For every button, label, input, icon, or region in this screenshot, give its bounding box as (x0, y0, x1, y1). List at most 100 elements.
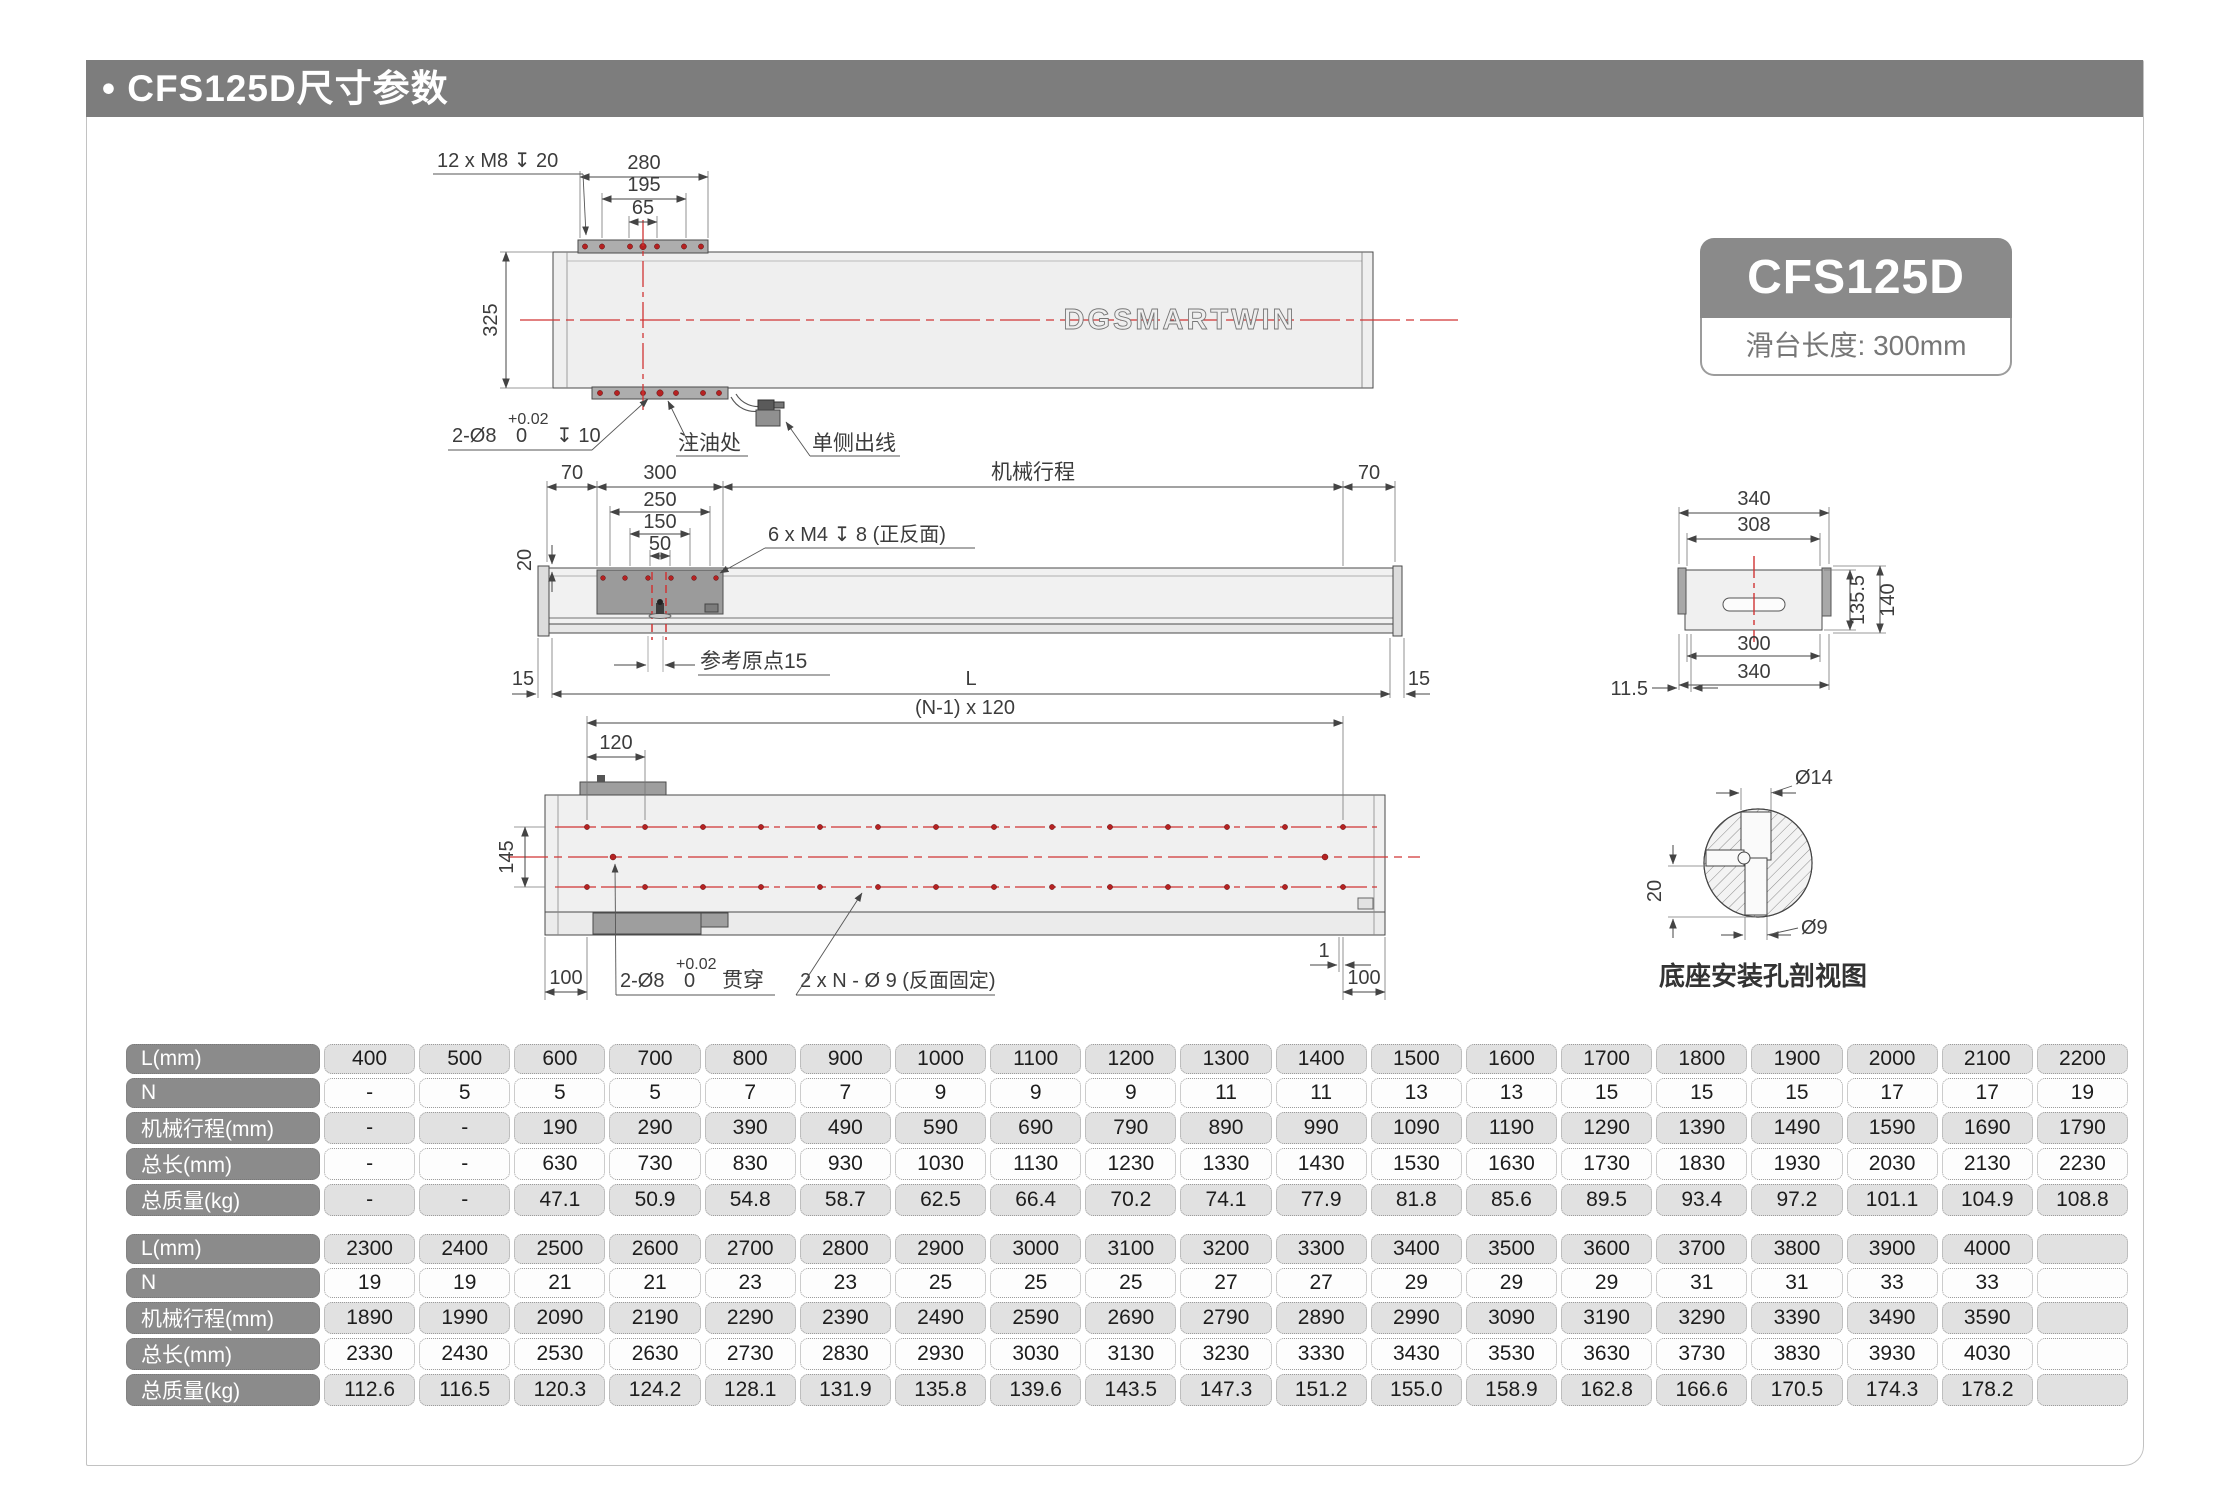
spec-cell: 2290 (704, 1302, 796, 1334)
spec-cell: 11 (1180, 1078, 1272, 1108)
spec-cell: 77.9 (1275, 1184, 1367, 1216)
brand-logo: DGSMARTWIN (1064, 304, 1297, 336)
spec-cell: 158.9 (1465, 1374, 1558, 1406)
spec-cell: 2630 (609, 1338, 701, 1370)
spec-cell: 2730 (704, 1338, 796, 1370)
spec-cell: 93.4 (1656, 1184, 1748, 1216)
spec-cell: 25 (1085, 1268, 1177, 1298)
spec-cell: 151.2 (1275, 1374, 1367, 1406)
dim-label: 308 (1737, 514, 1770, 536)
spec-cell: 2530 (514, 1338, 606, 1370)
dim-label: 20 (1644, 880, 1666, 902)
slider-length-label: 滑台长度: 300mm (1700, 318, 2012, 376)
spec-cell: 3200 (1180, 1234, 1272, 1264)
spec-cell: 790 (1085, 1112, 1177, 1144)
spec-cell: 3430 (1370, 1338, 1462, 1370)
spec-cell: 13 (1465, 1078, 1558, 1108)
spec-cell: 730 (609, 1148, 701, 1180)
spec-cell: 3830 (1751, 1338, 1843, 1370)
spec-cell: 33 (1846, 1268, 1938, 1298)
tolerance-upper: +0.02 (508, 411, 549, 428)
spec-cell: 1200 (1085, 1044, 1177, 1074)
spec-cell: 2500 (514, 1234, 606, 1264)
spec-cell: 124.2 (609, 1374, 701, 1406)
spec-cell: 27 (1180, 1268, 1272, 1298)
dim-label: 100 (1347, 967, 1380, 989)
spec-cell: - (419, 1184, 511, 1216)
spec-cell: 139.6 (990, 1374, 1082, 1406)
spec-cell: 3000 (990, 1234, 1082, 1264)
spec-cell: 1990 (419, 1302, 511, 1334)
spec-cell: 178.2 (1941, 1374, 2033, 1406)
spec-cell: 9 (990, 1078, 1082, 1108)
oil-port-label: 注油处 (678, 432, 741, 455)
spec-cell: 131.9 (799, 1374, 891, 1406)
spec-cell: 25 (990, 1268, 1082, 1298)
spec-cell: 3230 (1180, 1338, 1272, 1370)
spec-cell: 3330 (1275, 1338, 1367, 1370)
spec-cell: 2130 (1941, 1148, 2033, 1180)
spec-cell: 2030 (1846, 1148, 1938, 1180)
mounting-hole-detail: Ø14 20 Ø9 底座安装孔剖视图 (1644, 767, 1867, 991)
spec-cell: 2200 (2036, 1044, 2128, 1074)
spec-cell: 3630 (1561, 1338, 1653, 1370)
spec-cell: 66.4 (990, 1184, 1082, 1216)
dim-label: 15 (1408, 668, 1430, 690)
spec-cell: - (324, 1078, 416, 1108)
spec-cell: 13 (1370, 1078, 1462, 1108)
spec-cell: 3490 (1846, 1302, 1938, 1334)
spec-cell: 1890 (324, 1302, 416, 1334)
spec-cell: 3090 (1465, 1302, 1558, 1334)
dim-label: 140 (1877, 583, 1899, 616)
spec-cell: 19 (419, 1268, 511, 1298)
spec-cell: 3600 (1561, 1234, 1653, 1264)
dim-label: 150 (643, 511, 676, 533)
tolerance-lower: 0 (516, 425, 527, 447)
pin-hole-callout: 2-Ø8 (452, 425, 496, 447)
spec-cell: 3730 (1656, 1338, 1748, 1370)
spec-cell: 135.8 (894, 1374, 987, 1406)
spec-cell: 3130 (1085, 1338, 1177, 1370)
spec-cell: 11 (1275, 1078, 1367, 1108)
spec-cell: 690 (990, 1112, 1082, 1144)
spec-cell: 112.6 (324, 1374, 416, 1406)
stroke-label: 机械行程 (991, 461, 1075, 484)
spec-cell: 31 (1656, 1268, 1748, 1298)
spec-cell: 3590 (1941, 1302, 2033, 1334)
top-view: DGSMARTWIN 280 195 65 12 x M8 ↧ 20 325 2… (433, 150, 1458, 457)
spec-cell: 500 (419, 1044, 511, 1074)
spec-cell: 2790 (1180, 1302, 1272, 1334)
row-header: 机械行程(mm) (126, 1302, 320, 1334)
spec-cell: 930 (799, 1148, 891, 1180)
spec-cell: 3100 (1085, 1234, 1177, 1264)
spec-cell: 2490 (894, 1302, 987, 1334)
spec-cell: 104.9 (1941, 1184, 2033, 1216)
pin-hole-callout: 2-Ø8 (620, 970, 664, 992)
dim-label: 340 (1737, 661, 1770, 683)
spec-cell: 800 (704, 1044, 796, 1074)
spec-cell: 2430 (419, 1338, 511, 1370)
spec-cell: 2600 (609, 1234, 701, 1264)
row-header: 总质量(kg) (126, 1184, 320, 1216)
spec-cell: 85.6 (1465, 1184, 1558, 1216)
spec-cell: 1490 (1751, 1112, 1843, 1144)
spec-cell: 1100 (990, 1044, 1082, 1074)
spec-cell: 170.5 (1751, 1374, 1843, 1406)
spec-cell: 2300 (324, 1234, 416, 1264)
dim-label: 70 (1358, 462, 1380, 484)
slider-holes-top (582, 243, 722, 397)
spec-cell: 58.7 (799, 1184, 891, 1216)
spec-cell: 70.2 (1085, 1184, 1177, 1216)
spec-cell: 23 (799, 1268, 891, 1298)
row-header: 总长(mm) (126, 1148, 320, 1180)
row-header: L(mm) (126, 1234, 320, 1264)
dim-label: 145 (496, 840, 518, 873)
spec-cell: 101.1 (1846, 1184, 1938, 1216)
spec-cell: 54.8 (704, 1184, 796, 1216)
spec-cell: 1190 (1465, 1112, 1558, 1144)
